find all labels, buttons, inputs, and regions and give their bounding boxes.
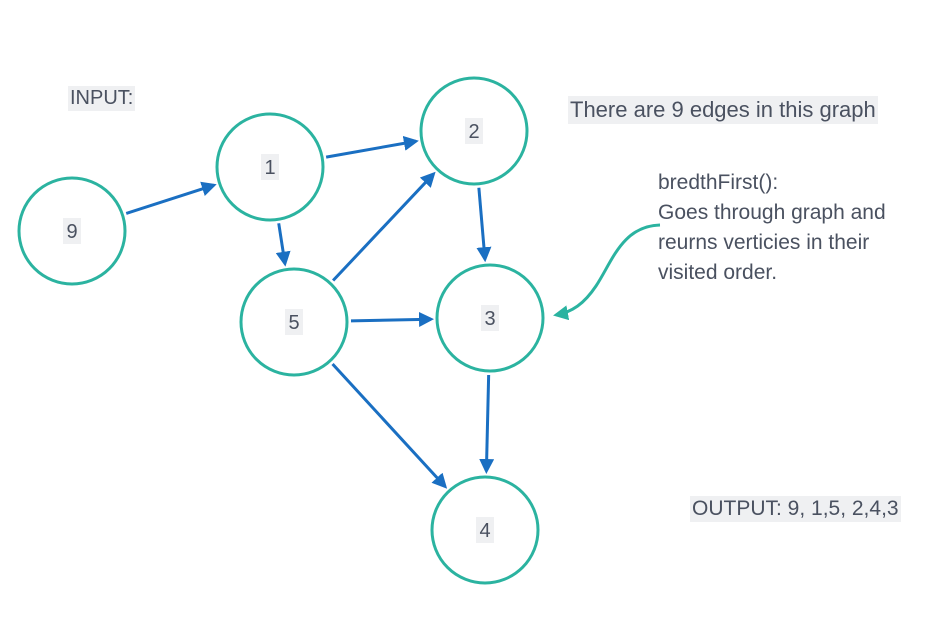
node-label-highlight — [481, 305, 499, 331]
edge-5-to-2 — [332, 171, 436, 282]
node-label: 5 — [288, 312, 299, 334]
nodes: 9 1 2 5 3 4 — [17, 76, 545, 585]
node-9: 9 — [17, 176, 127, 286]
node-label-highlight — [465, 118, 483, 144]
edge-1-to-2 — [325, 135, 419, 159]
input-label: INPUT: — [68, 86, 136, 111]
node-label-highlight — [285, 309, 303, 335]
node-label: 3 — [484, 308, 495, 330]
edge-1-to-5 — [275, 223, 291, 267]
edge-9-to-1 — [125, 181, 217, 215]
node-label: 4 — [479, 520, 490, 542]
node-label-highlight — [261, 154, 279, 180]
node-2: 2 — [419, 76, 529, 186]
node-label-highlight — [476, 517, 494, 543]
node-4: 4 — [430, 475, 540, 585]
bfs-method-note: bredthFirst(): Goes through graph and re… — [658, 168, 886, 288]
node-5: 5 — [239, 267, 349, 377]
bfs-description-line-2: reurns verticies in their — [658, 231, 870, 254]
edge-5-to-4 — [331, 362, 448, 489]
edges — [125, 135, 495, 489]
node-3: 3 — [435, 263, 545, 373]
node-label: 9 — [66, 221, 77, 243]
edge-3-to-4 — [479, 374, 495, 475]
edge-5-to-3 — [350, 311, 435, 327]
node-label-highlight — [63, 218, 81, 244]
bfs-method-name: bredthFirst(): — [658, 171, 779, 194]
output-label: OUTPUT: 9, 1,5, 2,4,3 — [690, 496, 901, 522]
node-label: 1 — [264, 157, 275, 179]
node-label: 2 — [468, 121, 479, 143]
edge-count-note: There are 9 edges in this graph — [568, 96, 878, 124]
node-1: 1 — [215, 112, 325, 222]
callout-arrow — [553, 223, 661, 321]
bfs-description-line-1: Goes through graph and — [658, 201, 886, 224]
edge-2-to-3 — [476, 187, 492, 263]
bfs-description-line-3: visited order. — [658, 261, 778, 284]
